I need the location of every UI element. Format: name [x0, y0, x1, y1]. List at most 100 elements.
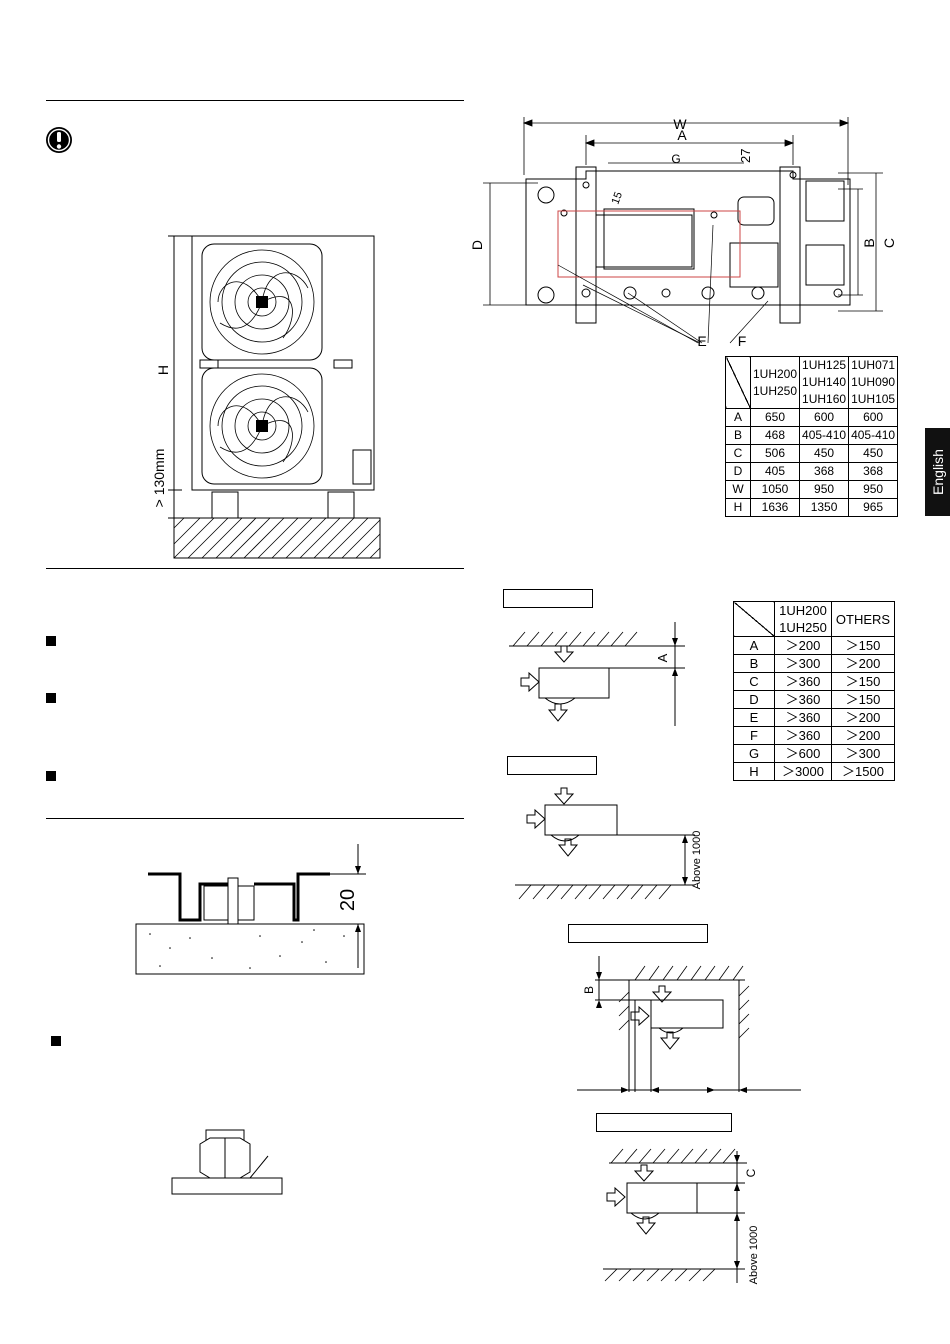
cell: ＞360	[774, 708, 832, 727]
cell: ＞1500	[831, 762, 895, 781]
language-tab-label: English	[929, 449, 946, 495]
cell: ＞360	[774, 672, 832, 691]
clearance-diagram-2: Above 1000	[515, 787, 703, 900]
dim-header-col3-line1: 1UH071	[851, 358, 896, 372]
dimension-table: 1UH200 1UH250 1UH125 1UH140 1UH160 1UH07…	[725, 356, 899, 517]
diagram-4-label-c: C	[744, 1168, 758, 1177]
clearance-header-col2-line1: OTHERS	[835, 611, 891, 627]
section-rule-lower	[46, 818, 464, 819]
dim-g-label: G	[671, 152, 680, 166]
cell: ＞150	[831, 690, 895, 709]
outdoor-unit-front-illustration: H > 130mm	[151, 235, 381, 559]
row-key: G	[733, 744, 775, 763]
table-row: B＞300＞200	[733, 654, 895, 673]
dim-header-col3-line3: 1UH105	[851, 392, 896, 406]
clearance-diagram-3: B	[577, 956, 801, 1093]
clearance-header-col2: OTHERS	[831, 601, 895, 637]
bullet-4	[51, 1036, 61, 1046]
clearance-diagram-4: C Above 1000	[603, 1148, 760, 1284]
language-tab[interactable]: English	[925, 428, 950, 516]
cell: ＞200	[831, 654, 895, 673]
row-key: E	[733, 708, 775, 727]
row-key: B	[733, 654, 775, 673]
table-row: C＞360＞150	[733, 672, 895, 691]
bullet-3	[46, 771, 56, 781]
row-key: D	[725, 462, 751, 481]
row-key: F	[733, 726, 775, 745]
cell: ＞150	[831, 672, 895, 691]
dim-15-label: 15	[610, 190, 625, 206]
section-rule-top	[46, 100, 464, 101]
dim-f-label: F	[738, 333, 747, 349]
cell: 950	[799, 480, 850, 499]
cell: 650	[749, 408, 801, 427]
cell: 405-410	[848, 426, 899, 445]
cell: 1636	[749, 498, 801, 517]
cell: ＞3000	[774, 762, 832, 781]
section-rule-middle	[46, 568, 464, 569]
dimension-table-corner	[725, 356, 751, 409]
table-row: F＞360＞200	[733, 726, 895, 745]
cell: ＞300	[774, 654, 832, 673]
diagram-1-label: A	[655, 653, 670, 662]
table-row: E＞360＞200	[733, 708, 895, 727]
dim-b-label: B	[861, 238, 877, 247]
dim-c-label: C	[881, 238, 897, 248]
cell: 1050	[749, 480, 801, 499]
dim-header-col2: 1UH125 1UH140 1UH160	[799, 356, 850, 409]
cell: ＞200	[774, 636, 832, 655]
bullet-2	[46, 693, 56, 703]
dim-header-col3-line2: 1UH090	[851, 375, 896, 389]
cell: ＞200	[831, 708, 895, 727]
height-dim-label: H	[155, 365, 171, 375]
cell: 468	[749, 426, 801, 445]
diagram-2-label: Above 1000	[691, 831, 703, 890]
dim-header-col3: 1UH071 1UH090 1UH105	[848, 356, 899, 409]
dim-d-label: D	[469, 240, 485, 250]
diagram-caption-box-4	[596, 1113, 732, 1132]
cell: 965	[848, 498, 899, 517]
cell: 450	[848, 444, 899, 463]
cell: ＞300	[831, 744, 895, 763]
dim-header-col1: 1UH200 1UH250	[749, 356, 801, 409]
diagram-caption-box-1	[503, 589, 593, 608]
cell: 950	[848, 480, 899, 499]
clearance-header-col1-line1: 1UH200	[779, 603, 827, 618]
clearance-table: 1UH200 1UH250 OTHERS A＞200＞150 B＞300＞200…	[733, 601, 895, 781]
clearance-diagram-1: A	[509, 622, 685, 726]
cell: 506	[749, 444, 801, 463]
cell: ＞200	[831, 726, 895, 745]
dim-header-col2-line2: 1UH140	[802, 375, 847, 389]
table-row: A＞200＞150	[733, 636, 895, 655]
row-key: H	[733, 762, 775, 781]
row-key: A	[733, 636, 775, 655]
cell: 368	[799, 462, 850, 481]
cell: ＞360	[774, 726, 832, 745]
cell: 600	[848, 408, 899, 427]
table-row: D＞360＞150	[733, 690, 895, 709]
cell: 450	[799, 444, 850, 463]
cell: ＞150	[831, 636, 895, 655]
row-key: H	[725, 498, 751, 517]
outdoor-unit-top-view: W A G 27 15 D B C E F	[469, 116, 897, 349]
row-key: W	[725, 480, 751, 499]
row-key: B	[725, 426, 751, 445]
dim-header-col1-line2: 1UH250	[753, 383, 798, 398]
diagram-caption-box-2	[507, 756, 597, 775]
row-key: C	[725, 444, 751, 463]
cell: ＞600	[774, 744, 832, 763]
diagram-caption-box-3	[568, 924, 708, 943]
cell: 405	[749, 462, 801, 481]
table-row: G＞600＞300	[733, 744, 895, 763]
cell: 368	[848, 462, 899, 481]
bolt-height-label: 20	[337, 889, 359, 911]
clearance-header-col1-line2: 1UH250	[779, 620, 827, 635]
bullet-1	[46, 636, 56, 646]
dim-e-label: E	[697, 333, 706, 349]
